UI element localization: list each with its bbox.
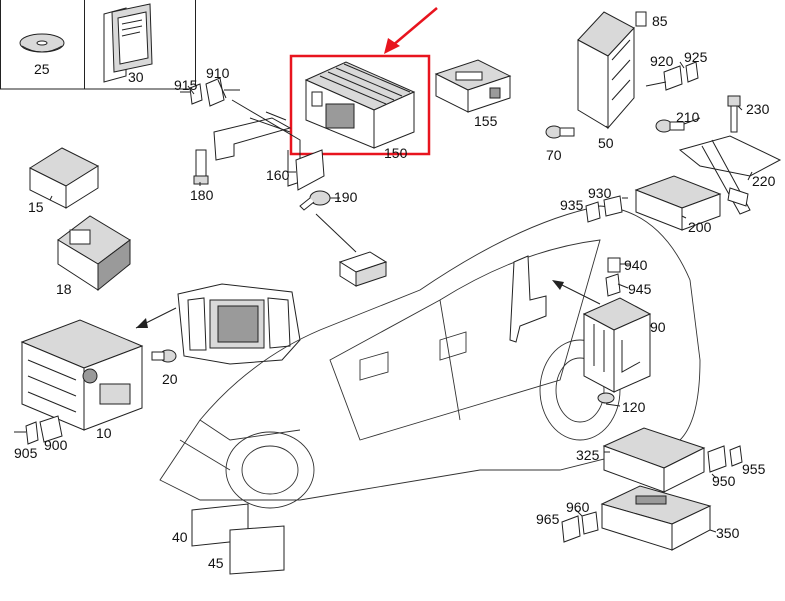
label-935: 935 (560, 197, 584, 213)
part-side-bracket[interactable] (509, 255, 547, 343)
label-190: 190 (334, 189, 358, 205)
part-20-screw[interactable] (151, 349, 177, 363)
part-220-bracket[interactable] (678, 135, 782, 215)
car-outline (159, 205, 701, 509)
leader-lines (49, 61, 753, 533)
label-965: 965 (536, 511, 560, 527)
label-940: 940 (624, 257, 648, 273)
label-150: 150 (384, 145, 408, 161)
part-160-bracket[interactable] (213, 99, 325, 191)
label-40: 40 (172, 529, 188, 545)
label-905: 905 (14, 445, 38, 461)
label-155: 155 (474, 113, 498, 129)
part-70-screw[interactable] (545, 125, 575, 139)
part-190-bolt[interactable] (299, 190, 331, 211)
label-915: 915 (174, 77, 198, 93)
part-25-cd-disc[interactable] (19, 33, 65, 53)
part-200-module[interactable] (634, 175, 722, 231)
callout-arrow (384, 7, 438, 54)
part-50-navigation-unit[interactable] (577, 11, 635, 130)
part-940-945-connectors[interactable] (605, 257, 621, 297)
label-350: 350 (716, 525, 740, 541)
part-85-clip[interactable] (635, 11, 647, 27)
label-900: 900 (44, 437, 68, 453)
label-30: 30 (128, 69, 144, 85)
part-230-bolt[interactable] (727, 95, 741, 133)
part-930-935-connectors[interactable] (585, 195, 623, 223)
part-30-manuals[interactable] (103, 3, 153, 83)
inset-boxes (0, 0, 196, 90)
label-90: 90 (650, 319, 666, 335)
label-45: 45 (208, 555, 224, 571)
label-945: 945 (628, 281, 652, 297)
label-15: 15 (28, 199, 44, 215)
label-160: 160 (266, 167, 290, 183)
part-40-45-pads[interactable] (191, 503, 285, 575)
part-head-unit-face[interactable] (177, 283, 301, 365)
label-180: 180 (190, 187, 214, 203)
label-960: 960 (566, 499, 590, 515)
label-85: 85 (652, 13, 668, 29)
part-10-head-unit[interactable] (20, 319, 144, 431)
part-90-module[interactable] (582, 297, 652, 393)
highlight-box-150 (289, 54, 431, 156)
label-925: 925 (684, 49, 708, 65)
label-930: 930 (588, 185, 612, 201)
label-120: 120 (622, 399, 646, 415)
part-920-925-connectors[interactable] (663, 61, 699, 91)
label-230: 230 (746, 101, 770, 117)
part-180-screw[interactable] (193, 149, 209, 185)
label-955: 955 (742, 461, 766, 477)
label-20: 20 (162, 371, 178, 387)
part-905-900-connectors[interactable] (14, 415, 63, 445)
part-155-module[interactable] (434, 59, 512, 113)
part-210-screw[interactable] (655, 119, 685, 133)
part-120-grommet[interactable] (597, 392, 615, 404)
label-70: 70 (546, 147, 562, 163)
label-950: 950 (712, 473, 736, 489)
label-210: 210 (676, 109, 700, 125)
part-915-910-connectors[interactable] (180, 77, 240, 107)
part-960-965-connectors[interactable] (561, 511, 599, 543)
part-950-955-connectors[interactable] (707, 445, 743, 473)
part-325-module[interactable] (602, 427, 706, 493)
label-920: 920 (650, 53, 674, 69)
part-150-amplifier[interactable] (304, 61, 416, 149)
label-220: 220 (752, 173, 776, 189)
label-50: 50 (598, 135, 614, 151)
part-350-module[interactable] (600, 485, 712, 551)
part-small-connector[interactable] (315, 213, 388, 287)
label-200: 200 (688, 219, 712, 235)
label-18: 18 (56, 281, 72, 297)
part-15-module[interactable] (28, 147, 100, 209)
part-18-module[interactable] (57, 215, 131, 292)
label-10: 10 (96, 425, 112, 441)
part-labels: 25 30 915 910 155 150 160 180 190 15 18 … (14, 13, 776, 571)
label-25: 25 (34, 61, 50, 77)
assembly-arrow-right (555, 281, 601, 305)
label-910: 910 (206, 65, 230, 81)
label-325: 325 (576, 447, 600, 463)
